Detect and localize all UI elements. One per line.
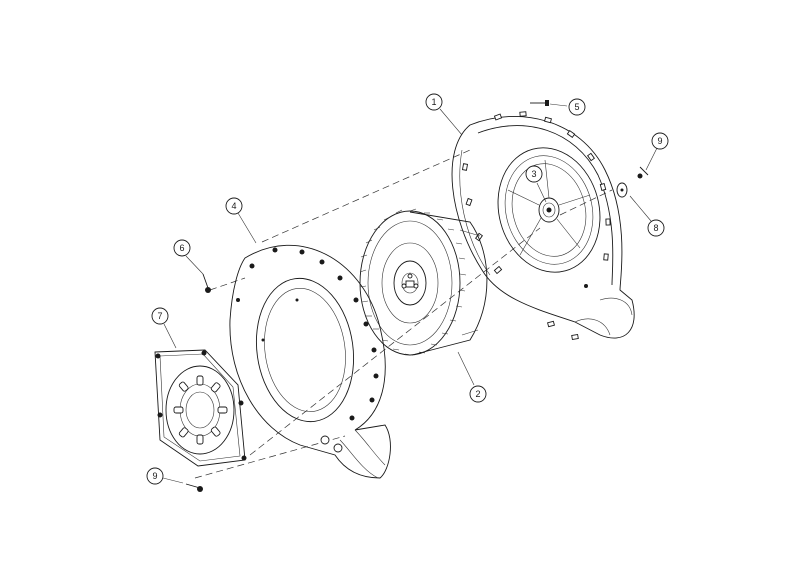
fastener-screw-part-9-lower <box>185 483 203 492</box>
fastener-screw-part-5 <box>530 100 549 106</box>
callout-leaders <box>162 103 658 484</box>
callout-1-label: 1 <box>431 97 436 107</box>
callout-4: 4 <box>225 197 243 215</box>
mount-plate-slots <box>173 375 228 445</box>
callout-1: 1 <box>425 93 443 111</box>
callout-3: 3 <box>525 165 543 183</box>
callout-7: 7 <box>151 307 169 325</box>
fastener-screw-part-6 <box>202 273 211 293</box>
wheel-blades <box>359 208 467 356</box>
callout-8-label: 8 <box>653 223 658 233</box>
callout-6: 6 <box>173 239 191 257</box>
callout-5: 5 <box>568 98 586 116</box>
callout-9-upper: 9 <box>651 132 669 150</box>
callout-3-label: 3 <box>531 169 536 179</box>
blower-housing-part-1 <box>451 111 635 341</box>
washer-part-8 <box>616 182 628 198</box>
callout-8: 8 <box>647 219 665 237</box>
blower-wheel-part-2 <box>359 208 488 356</box>
assembly-centerlines <box>194 149 613 479</box>
side-plate-bolts <box>236 247 379 421</box>
callout-2-label: 2 <box>475 389 480 399</box>
motor-mount-plate-part-7 <box>154 349 247 467</box>
callout-9-lower-label: 9 <box>152 471 157 481</box>
callout-4-label: 4 <box>231 201 236 211</box>
inlet-side-plate-part-4 <box>229 244 391 479</box>
callout-2: 2 <box>469 385 487 403</box>
callout-5-label: 5 <box>574 102 579 112</box>
callout-6-label: 6 <box>179 243 184 253</box>
callout-9-upper-label: 9 <box>657 136 662 146</box>
fastener-screw-part-9-upper <box>637 166 649 179</box>
callout-7-label: 7 <box>157 311 162 321</box>
callout-9-lower: 9 <box>146 467 164 485</box>
